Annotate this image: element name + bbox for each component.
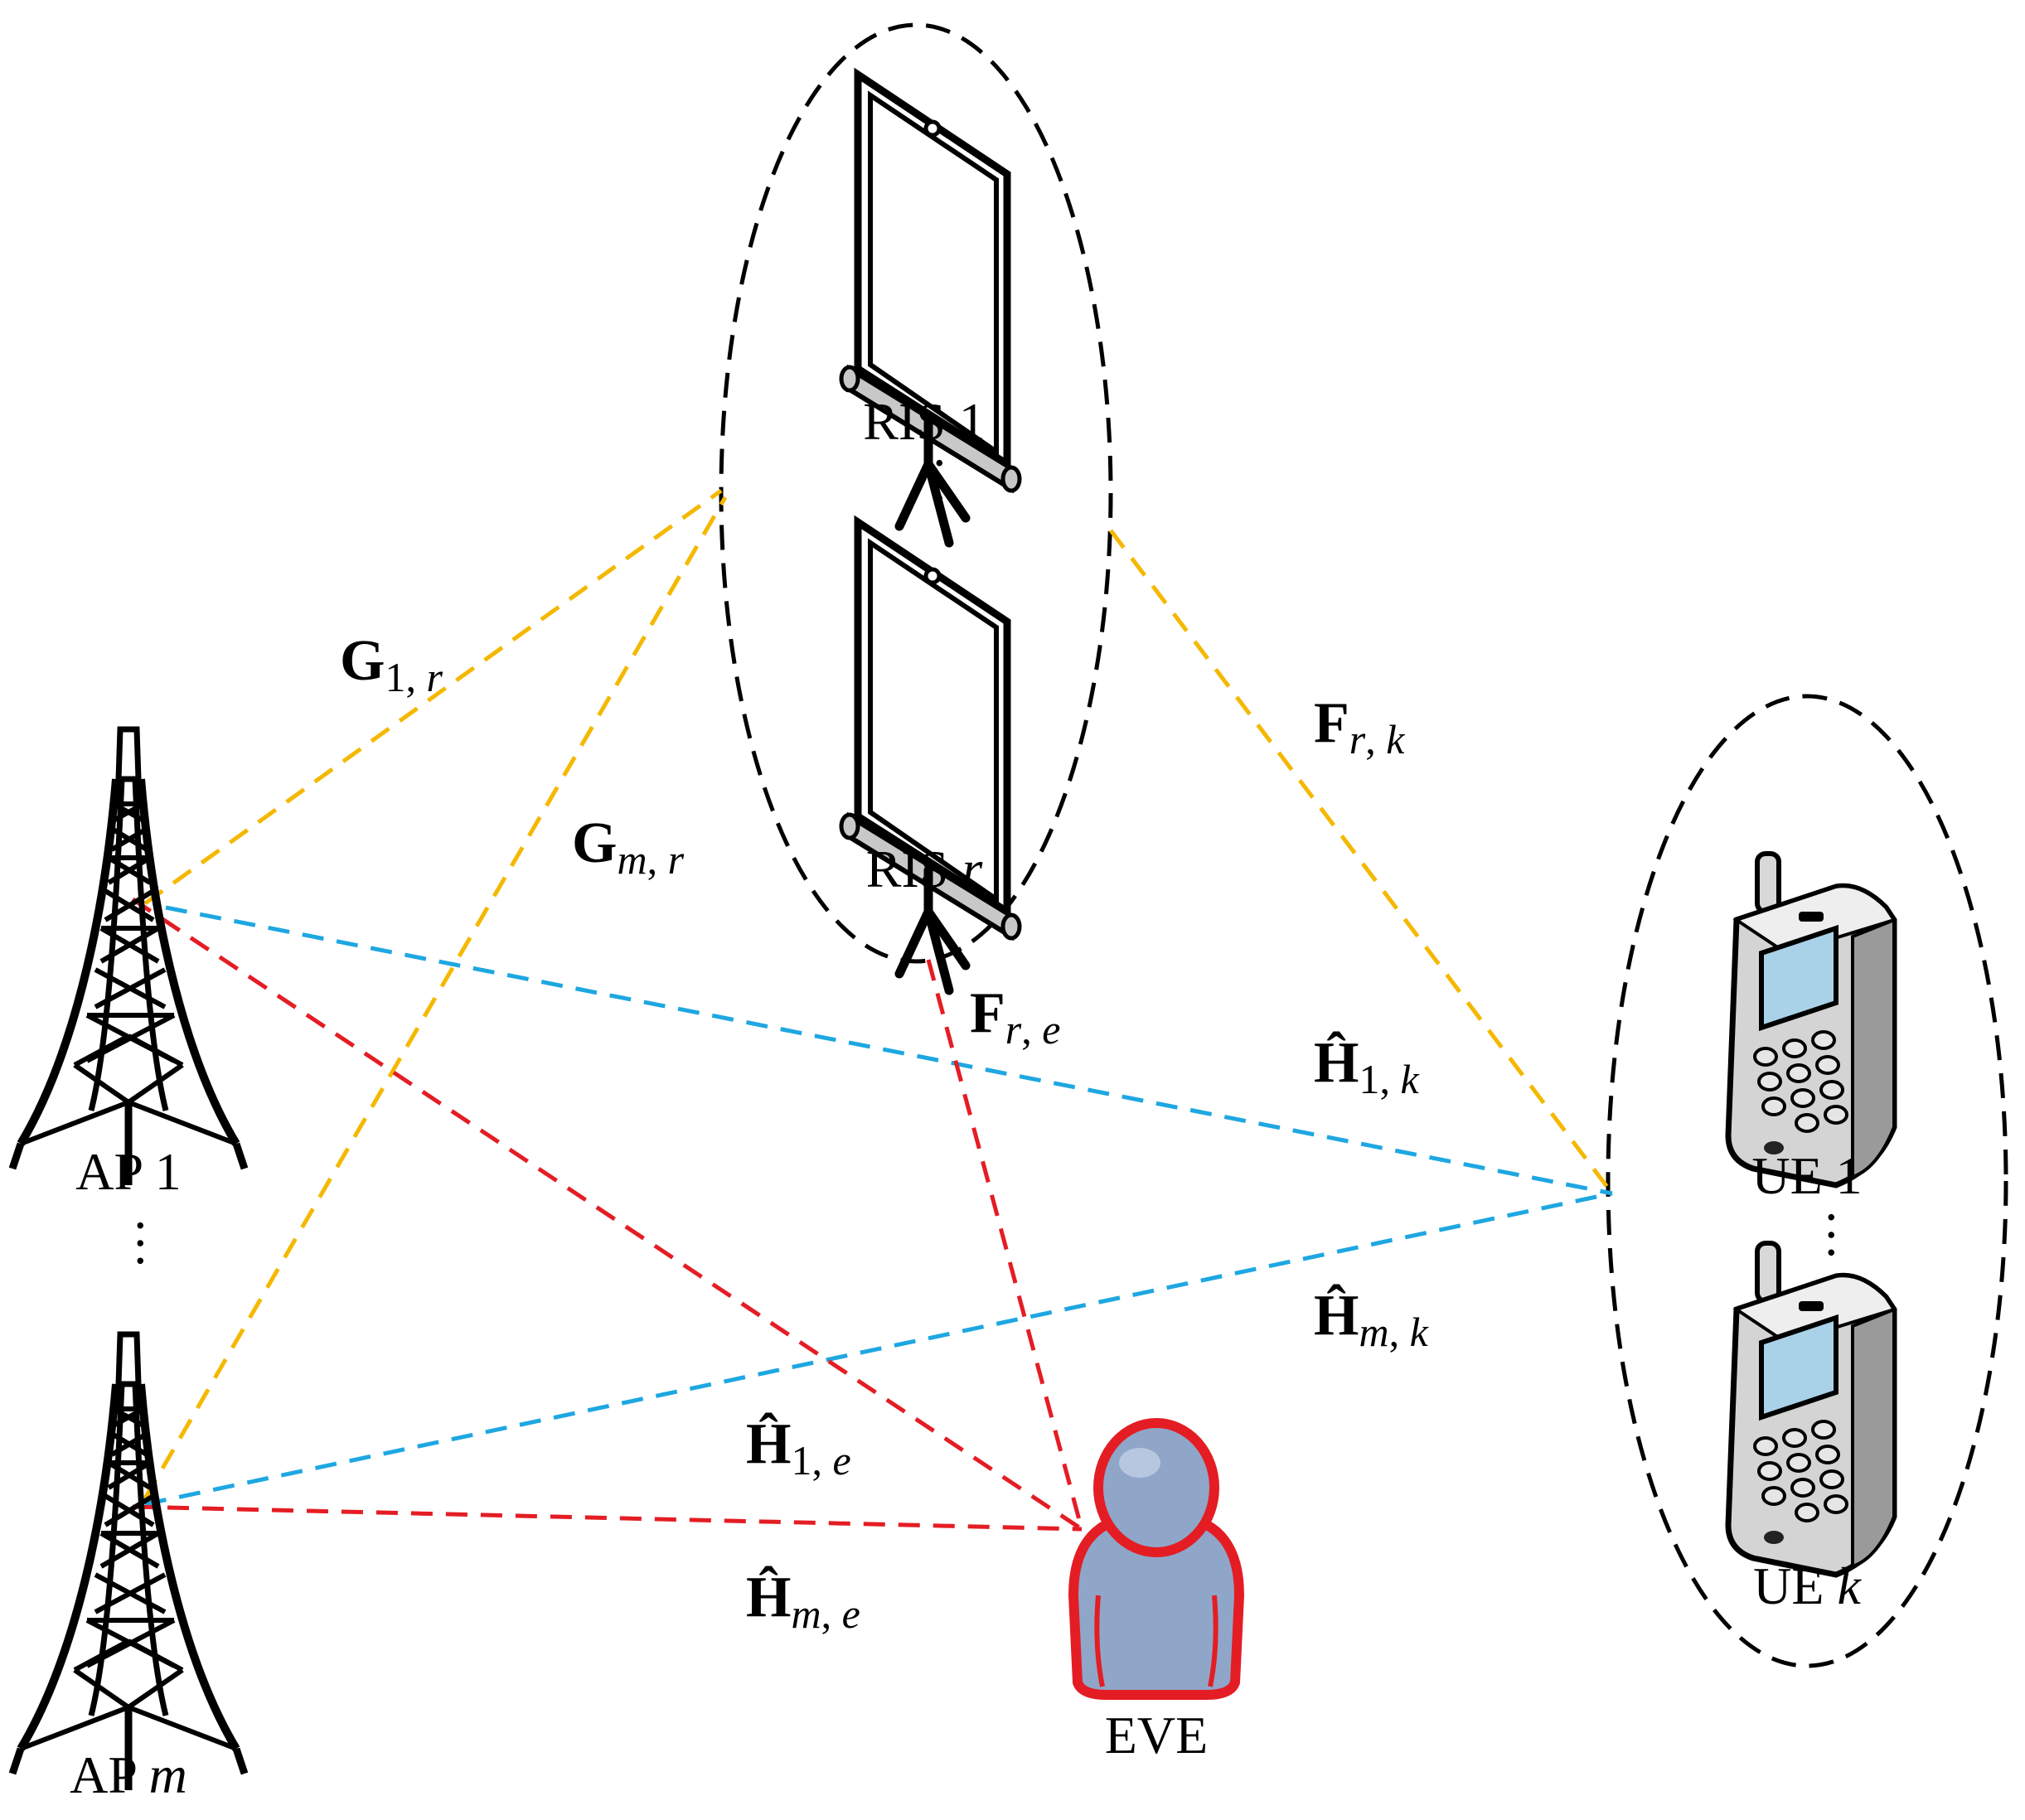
channel-label-h1e: Ĥ1, e (746, 1412, 851, 1484)
link-apm-ris (143, 496, 728, 1500)
channel-label-hmk: Ĥm, k (1314, 1284, 1429, 1355)
eve-person-icon (1068, 1418, 1245, 1700)
ue-group-ellipse (1606, 694, 2008, 1668)
links (131, 488, 1614, 1532)
apm-tower-icon (12, 1334, 245, 1790)
link-ris-eve (926, 959, 1084, 1530)
ue1-label: UE 1 (1751, 1146, 1862, 1205)
uek-label: UE k (1753, 1556, 1862, 1615)
ue-ellipsis: ··· (1802, 1208, 1861, 1261)
link-apm-eve (132, 1504, 1083, 1532)
apm-label: AP m (70, 1745, 187, 1804)
link-ap1-eve (131, 897, 1083, 1532)
uek-phone-icon (1728, 1243, 1894, 1575)
ap-ellipsis: ··· (111, 1217, 170, 1270)
risr-panel-icon (841, 522, 1020, 990)
link-ap1-ue (165, 905, 1613, 1196)
ap1-label: AP 1 (75, 1142, 181, 1201)
channel-label-frk: Fr, k (1314, 691, 1405, 762)
ue1-phone-icon (1728, 854, 1894, 1185)
channel-label-g1r: G1, r (340, 629, 443, 700)
risr-label: RIS r (866, 840, 984, 898)
link-apm-ue (144, 1191, 1613, 1507)
ris1-label: RIS 1 (863, 392, 986, 451)
channel-label-gmr: Gm, r (572, 811, 685, 883)
ap1-tower-icon (12, 729, 245, 1185)
eve-label: EVE (1105, 1706, 1208, 1764)
channel-label-fre: Fr, e (970, 981, 1060, 1053)
link-ap1-ris (143, 488, 723, 906)
channel-label-hme: Ĥm, e (746, 1566, 860, 1637)
channel-label-h1k: Ĥ1, k (1314, 1031, 1419, 1102)
ris-ellipsis: ··· (910, 454, 969, 507)
